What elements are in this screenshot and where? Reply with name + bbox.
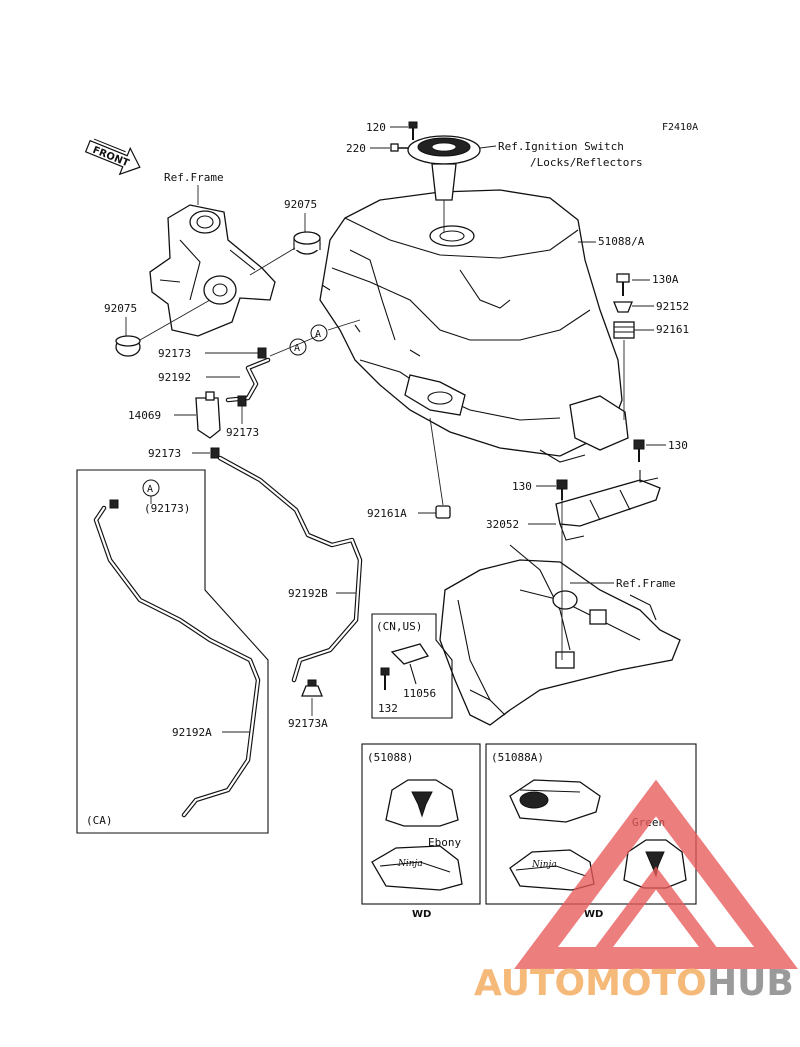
frame-head-part bbox=[149, 204, 276, 337]
marker-A-2: A bbox=[315, 329, 321, 340]
part-92192-label: 92192 bbox=[158, 371, 191, 384]
clamp-92173A bbox=[301, 679, 323, 697]
bracket-32052 bbox=[555, 470, 661, 541]
bolt-220 bbox=[390, 143, 408, 152]
part-92075-left-label: 92075 bbox=[104, 302, 137, 315]
marker-A-3: A bbox=[147, 484, 153, 495]
figure-code: F2410A bbox=[662, 122, 698, 133]
wd-label-1: WD bbox=[412, 909, 431, 920]
part-220-label: 220 bbox=[346, 142, 366, 155]
ref-frame-top-label: Ref.Frame bbox=[164, 171, 224, 184]
part-92152-label: 92152 bbox=[656, 300, 689, 313]
part-14069-label: 14069 bbox=[128, 409, 161, 422]
tank-51088A-top-view bbox=[509, 779, 601, 823]
ref-ignition-label-2: /Locks/Reflectors bbox=[530, 156, 643, 169]
part-92173-a-label: 92173 bbox=[158, 347, 191, 360]
fitting-14069 bbox=[195, 391, 221, 439]
watermark-text-1: AUTOMOTO bbox=[474, 963, 707, 1004]
part-51088A-label: 51088/A bbox=[598, 235, 645, 248]
damper-92161A bbox=[435, 505, 451, 519]
hose-92192 bbox=[225, 357, 271, 403]
fuel-cap-part bbox=[407, 135, 481, 232]
cn-us-label: (CN,US) bbox=[376, 620, 422, 633]
part-132-label: 132 bbox=[378, 702, 398, 715]
damper-92161 bbox=[613, 321, 635, 339]
part-92161A-label: 92161A bbox=[367, 507, 407, 520]
hose-92192A bbox=[93, 505, 261, 818]
cn-us-variant-box bbox=[371, 613, 453, 719]
tank-51088-variant-box bbox=[361, 743, 481, 905]
part-130-mid-label: 130 bbox=[512, 480, 532, 493]
grommet-92075-left bbox=[115, 335, 141, 357]
svg-text:Ninja: Ninja bbox=[531, 860, 557, 870]
tank-51088-top-view bbox=[385, 779, 459, 827]
watermark-text-2: HUB bbox=[707, 963, 794, 1004]
hose-92192B bbox=[217, 455, 363, 683]
box1-title: (51088) bbox=[367, 751, 413, 764]
bolt-130-right bbox=[633, 439, 645, 462]
part-32052-label: 32052 bbox=[486, 518, 519, 531]
wd-label-2: WD bbox=[584, 909, 603, 920]
tank-51088-side-view: Ninja bbox=[371, 845, 463, 891]
front-arrow-icon: FRONT bbox=[84, 138, 141, 176]
bolt-120 bbox=[408, 121, 418, 140]
bolt-132 bbox=[380, 667, 390, 690]
watermark-logo bbox=[514, 779, 798, 969]
collar-92152 bbox=[613, 301, 633, 313]
part-92075-top-label: 92075 bbox=[284, 198, 317, 211]
svg-text:Ninja: Ninja bbox=[397, 859, 423, 869]
clamp-92173-a bbox=[257, 347, 267, 359]
box2-title: (51088A) bbox=[491, 751, 544, 764]
clamp-92173-b bbox=[237, 395, 247, 407]
part-92173-c-label: 92173 bbox=[148, 447, 181, 460]
fuel-tank-51088A bbox=[319, 189, 629, 463]
part-92173A-label: 92173A bbox=[288, 717, 328, 730]
ref-ignition-label-1: Ref.Ignition Switch bbox=[498, 140, 624, 153]
tank-51088A-variant-box bbox=[485, 743, 697, 905]
ref-frame-right-label: Ref.Frame bbox=[616, 577, 676, 590]
marker-A-1: A bbox=[294, 343, 300, 354]
clamp-92173-c bbox=[210, 447, 220, 459]
ebony-label: Ebony bbox=[428, 836, 461, 849]
bracket-11056 bbox=[390, 643, 430, 685]
part-130-right-label: 130 bbox=[668, 439, 688, 452]
bolt-130A bbox=[616, 273, 630, 296]
part-92192B-label: 92192B bbox=[288, 587, 328, 600]
part-92161-label: 92161 bbox=[656, 323, 689, 336]
grommet-92075-top bbox=[293, 231, 321, 255]
part-11056-label: 11056 bbox=[403, 687, 436, 700]
ca-label: (CA) bbox=[86, 814, 113, 827]
part-92192A-label: 92192A bbox=[172, 726, 212, 739]
rear-frame-part bbox=[439, 544, 681, 726]
part-130A-label: 130A bbox=[652, 273, 679, 286]
clamp-92173-ca bbox=[109, 499, 119, 509]
part-120-label: 120 bbox=[366, 121, 386, 134]
ca-variant-box bbox=[76, 469, 269, 834]
part-92173-paren-label: (92173) bbox=[144, 502, 190, 515]
part-92173-b-label: 92173 bbox=[226, 426, 259, 439]
tank-51088A-green-view bbox=[623, 839, 687, 889]
